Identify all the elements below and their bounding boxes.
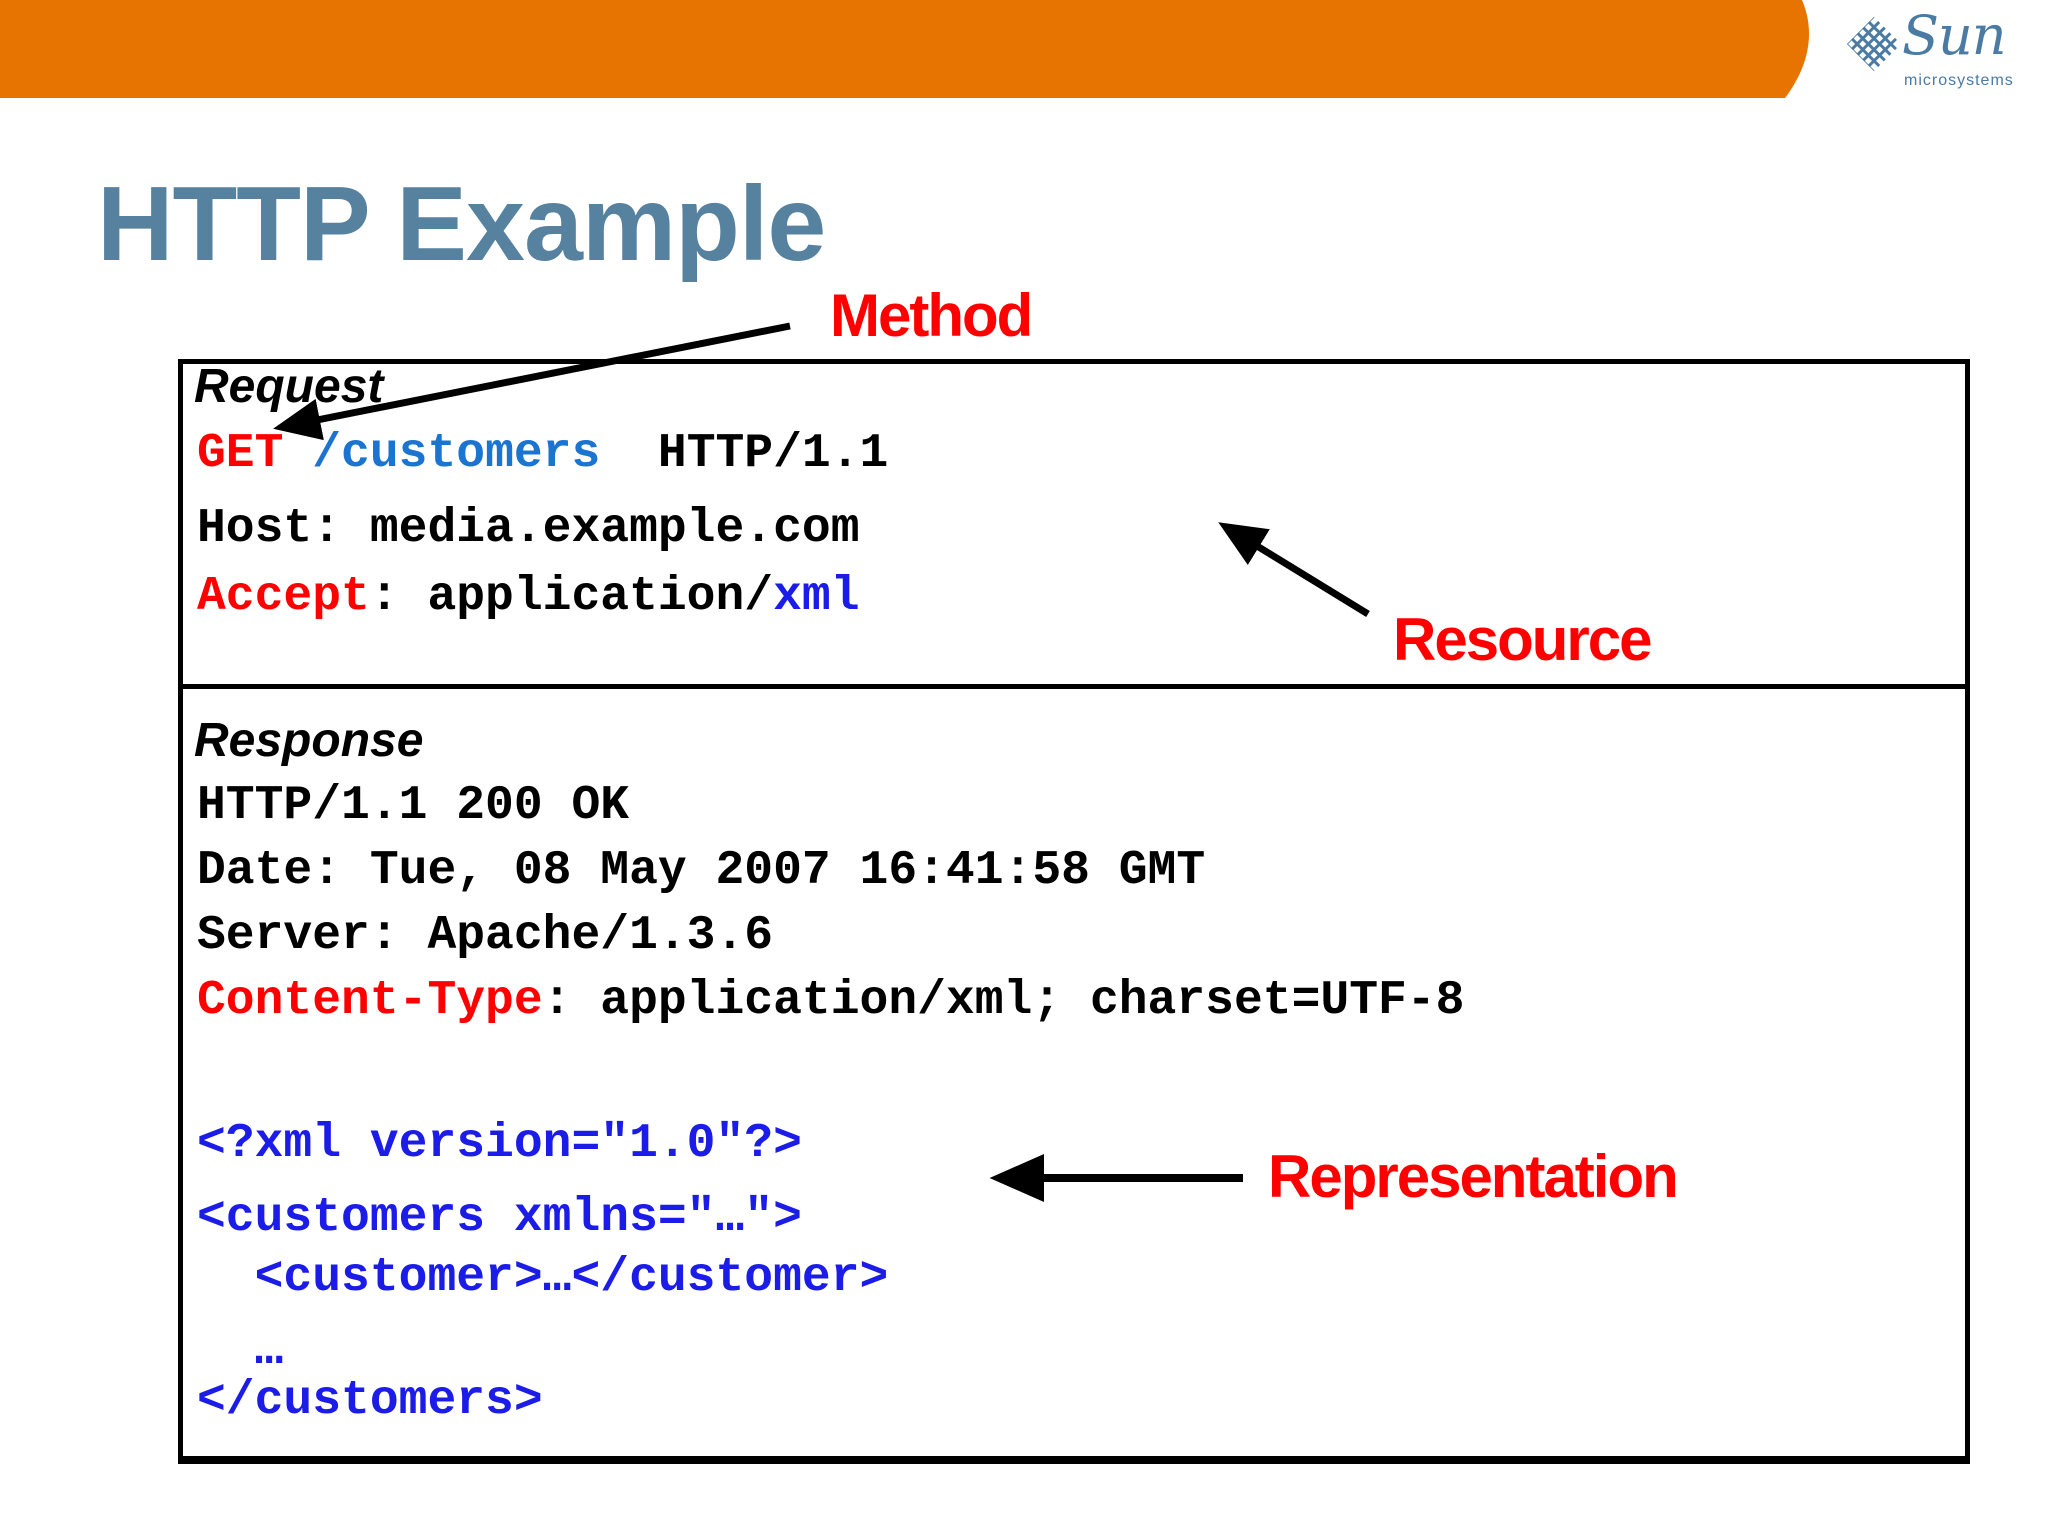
accept-header: Accept: application/xml — [197, 573, 860, 621]
sun-logo-word: Sun — [1902, 4, 2007, 67]
content-type-header: Content-Type: application/xml; charset=U… — [197, 977, 1464, 1025]
http-version: HTTP/1.1 — [600, 427, 889, 481]
accept-header-mid: : application/ — [369, 570, 774, 624]
page-title: HTTP Example — [97, 165, 826, 283]
space — [283, 427, 312, 481]
status-line: HTTP/1.1 200 OK — [197, 779, 630, 833]
response-heading: Response — [194, 714, 424, 767]
method-label: Method — [830, 282, 1033, 349]
content-type-value: : application/xml; charset=UTF-8 — [542, 974, 1465, 1028]
date-header: Date: Tue, 08 May 2007 16:41:58 GMT — [197, 844, 1206, 898]
resource-label: Resource — [1393, 606, 1652, 673]
server-header: Server: Apache/1.3.6 — [197, 909, 774, 963]
http-exchange-box — [178, 359, 1970, 1464]
xml-customers-close: </customers> — [197, 1374, 543, 1428]
top-banner — [0, 0, 1810, 98]
xml-customer-element: <customer>…</customer> — [197, 1251, 889, 1305]
request-heading: Request — [194, 360, 384, 413]
sun-logo-subtext: microsystems — [1904, 72, 2014, 89]
host-header: Host: media.example.com — [197, 502, 860, 556]
request-response-divider — [181, 684, 1967, 689]
sun-logo-diamond — [1846, 16, 1902, 72]
xml-ellipsis: … — [197, 1324, 284, 1378]
content-type-name: Content-Type — [197, 974, 543, 1028]
accept-header-value: xml — [773, 570, 860, 624]
resource-path: /customers — [312, 427, 601, 481]
http-method: GET — [197, 427, 284, 481]
sun-logo: Sun microsystems — [1840, 4, 2040, 110]
request-line: GET /customers HTTP/1.1 — [197, 430, 888, 478]
xml-declaration: <?xml version="1.0"?> — [197, 1117, 802, 1171]
representation-label: Representation — [1268, 1143, 1679, 1210]
accept-header-name: Accept — [197, 570, 370, 624]
xml-customers-open: <customers xmlns="…"> — [197, 1191, 802, 1245]
